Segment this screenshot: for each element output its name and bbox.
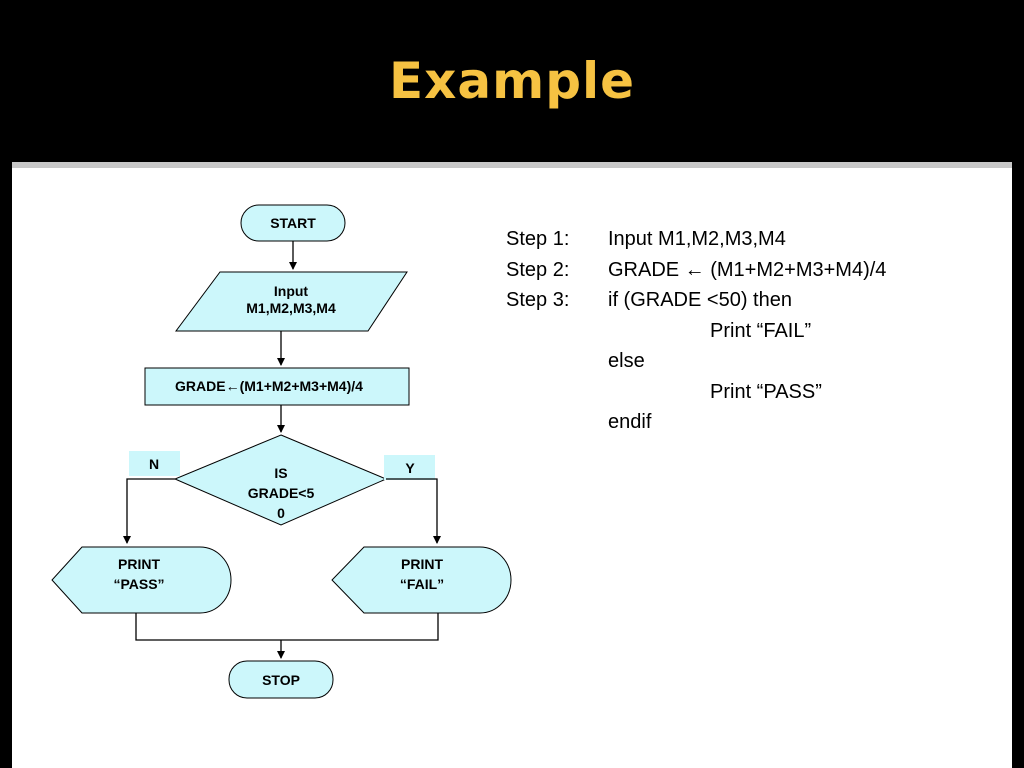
print-fail-line2: “FAIL” — [400, 576, 444, 592]
process-label: GRADE←(M1+M2+M3+M4)/4 — [175, 378, 363, 394]
no-branch-label: N — [149, 456, 159, 472]
start-label: START — [270, 215, 316, 231]
flowchart: START Input M1,M2,M3,M4 GRADE←(M1+M2+M3+… — [51, 204, 512, 699]
arrow-no-branch — [123, 478, 175, 544]
print-pass-line1: PRINT — [118, 556, 160, 572]
print-pass-line2: “PASS” — [113, 576, 164, 592]
step3-label: Step 3: — [506, 289, 570, 311]
decision-diamond — [173, 434, 388, 526]
yes-branch-box — [384, 455, 435, 480]
decision-label-line1: IS — [274, 465, 287, 481]
slide-title: Example — [388, 52, 636, 110]
print-pass-text: Print “PASS” — [710, 380, 822, 403]
print-fail-text: Print “FAIL” — [710, 319, 812, 342]
title-bar: Example — [0, 0, 1024, 160]
else-text: else — [608, 350, 645, 372]
step1-text: Input M1,M2,M3,M4 — [608, 228, 786, 250]
step1-label: Step 1: — [506, 228, 570, 250]
arrow-yes-branch — [386, 478, 441, 544]
decision-label-line2: GRADE<5 — [248, 485, 315, 501]
stop-terminator — [228, 660, 334, 699]
stop-label: STOP — [262, 672, 300, 688]
print-fail-line1: PRINT — [401, 556, 443, 572]
decision-label-line3: 0 — [277, 505, 285, 521]
no-branch-box — [129, 451, 180, 476]
merge-line — [135, 613, 439, 641]
input-label-line2: M1,M2,M3,M4 — [246, 300, 336, 316]
print-fail-display — [331, 546, 512, 614]
slide-content: START Input M1,M2,M3,M4 GRADE←(M1+M2+M3+… — [12, 162, 1012, 768]
step2-label: Step 2: — [506, 258, 570, 281]
step2-text: GRADE ← (M1+M2+M3+M4)/4 — [608, 258, 887, 281]
input-label-line1: Input — [274, 283, 309, 299]
step3-text: if (GRADE <50) then — [608, 289, 792, 311]
endif-text: endif — [608, 411, 652, 433]
print-pass-display — [51, 546, 232, 614]
yes-branch-label: Y — [405, 460, 415, 476]
input-parallelogram — [175, 271, 408, 332]
process-box — [144, 367, 410, 406]
